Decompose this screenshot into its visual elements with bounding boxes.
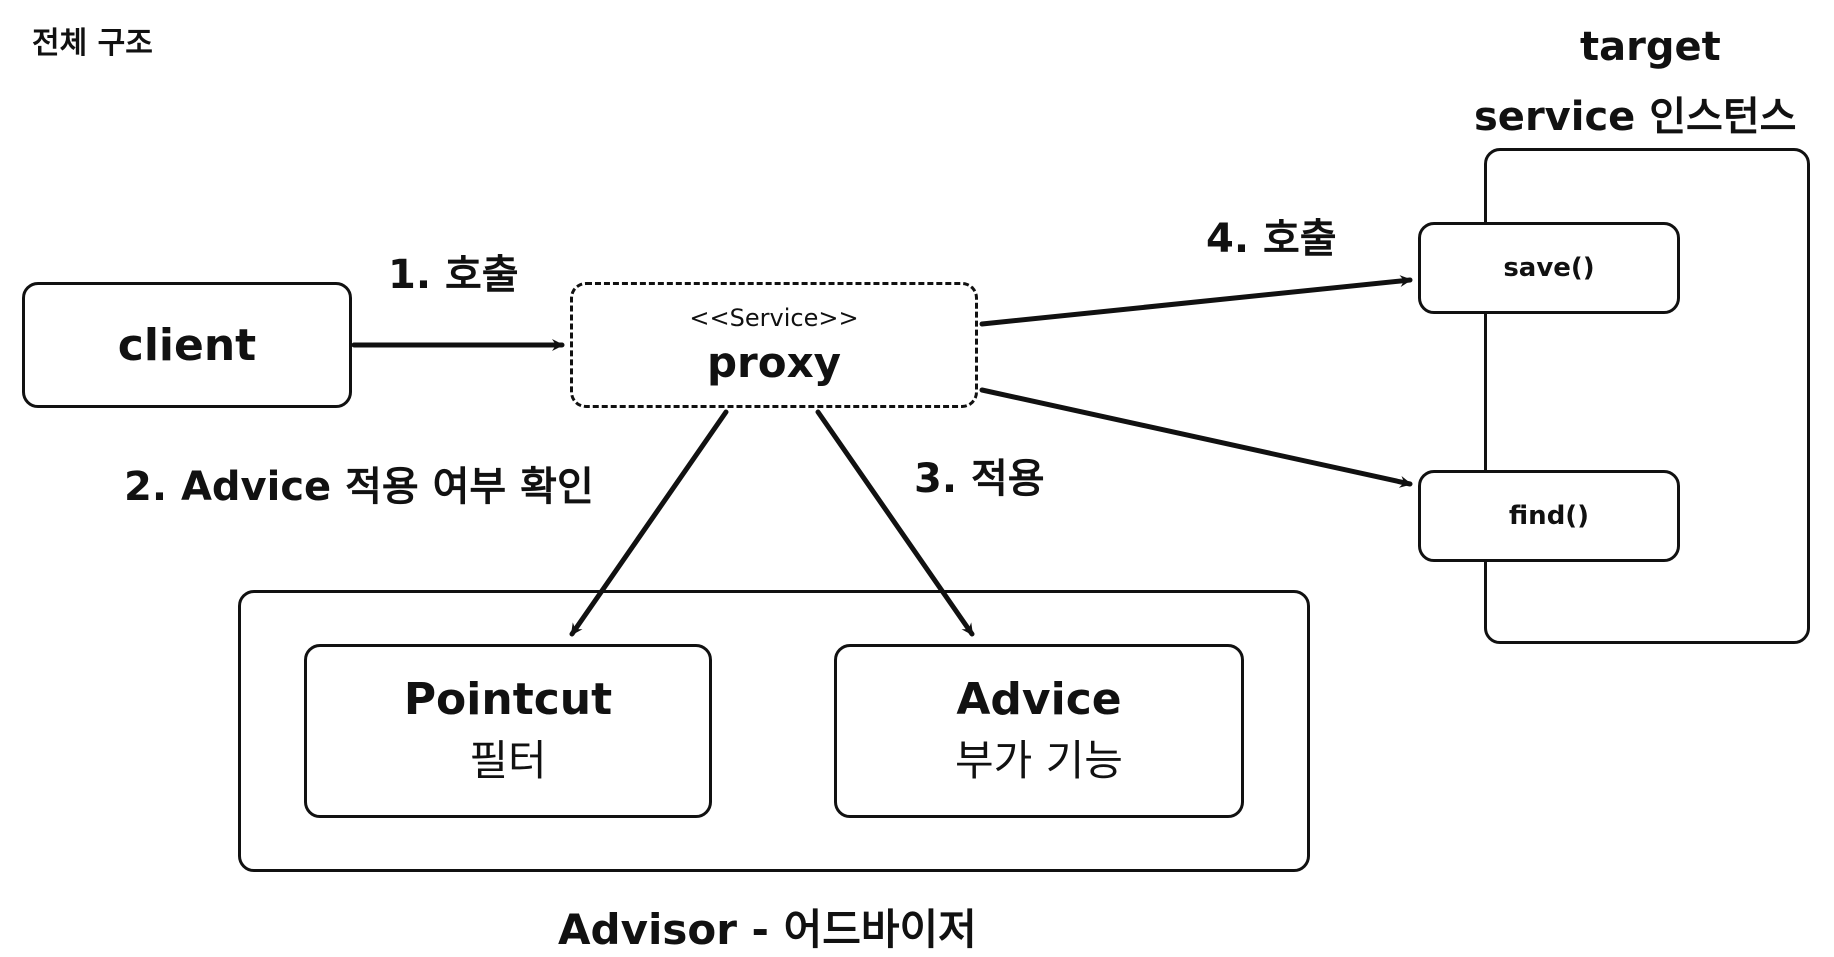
- arrow-proxy-to-pointcut: [569, 409, 729, 637]
- pointcut-box: Pointcut 필터: [304, 644, 712, 818]
- page-title: 전체 구조: [32, 26, 153, 61]
- client-label: client: [117, 319, 257, 371]
- proxy-label: proxy: [706, 337, 842, 387]
- arrow-proxy-to-save: [979, 275, 1413, 327]
- advisor-label: Advisor - 어드바이저: [558, 905, 977, 954]
- proxy-stereotype: <<Service>>: [689, 303, 859, 332]
- find-method-label: find(): [1508, 501, 1590, 531]
- advice-name: Advice: [956, 674, 1122, 725]
- save-method-box: save(): [1418, 222, 1680, 314]
- target-title-line2: service 인스턴스: [1474, 94, 1797, 140]
- step3-label: 3. 적용: [914, 456, 1045, 502]
- advice-desc: 부가 기능: [955, 736, 1123, 785]
- find-method-box: find(): [1418, 470, 1680, 562]
- step2-label: 2. Advice 적용 여부 확인: [124, 464, 594, 510]
- proxy-box: <<Service>> proxy: [570, 282, 978, 408]
- arrow-proxy-to-find: [979, 387, 1413, 488]
- step4-label: 4. 호출: [1206, 216, 1337, 262]
- target-title-line1: target: [1580, 24, 1721, 70]
- save-method-label: save(): [1503, 253, 1595, 283]
- advice-box: Advice 부가 기능: [834, 644, 1244, 818]
- client-box: client: [22, 282, 352, 408]
- pointcut-name: Pointcut: [403, 674, 613, 725]
- step1-label: 1. 호출: [388, 252, 519, 298]
- arrow-proxy-to-advice: [815, 409, 975, 637]
- pointcut-desc: 필터: [469, 736, 547, 785]
